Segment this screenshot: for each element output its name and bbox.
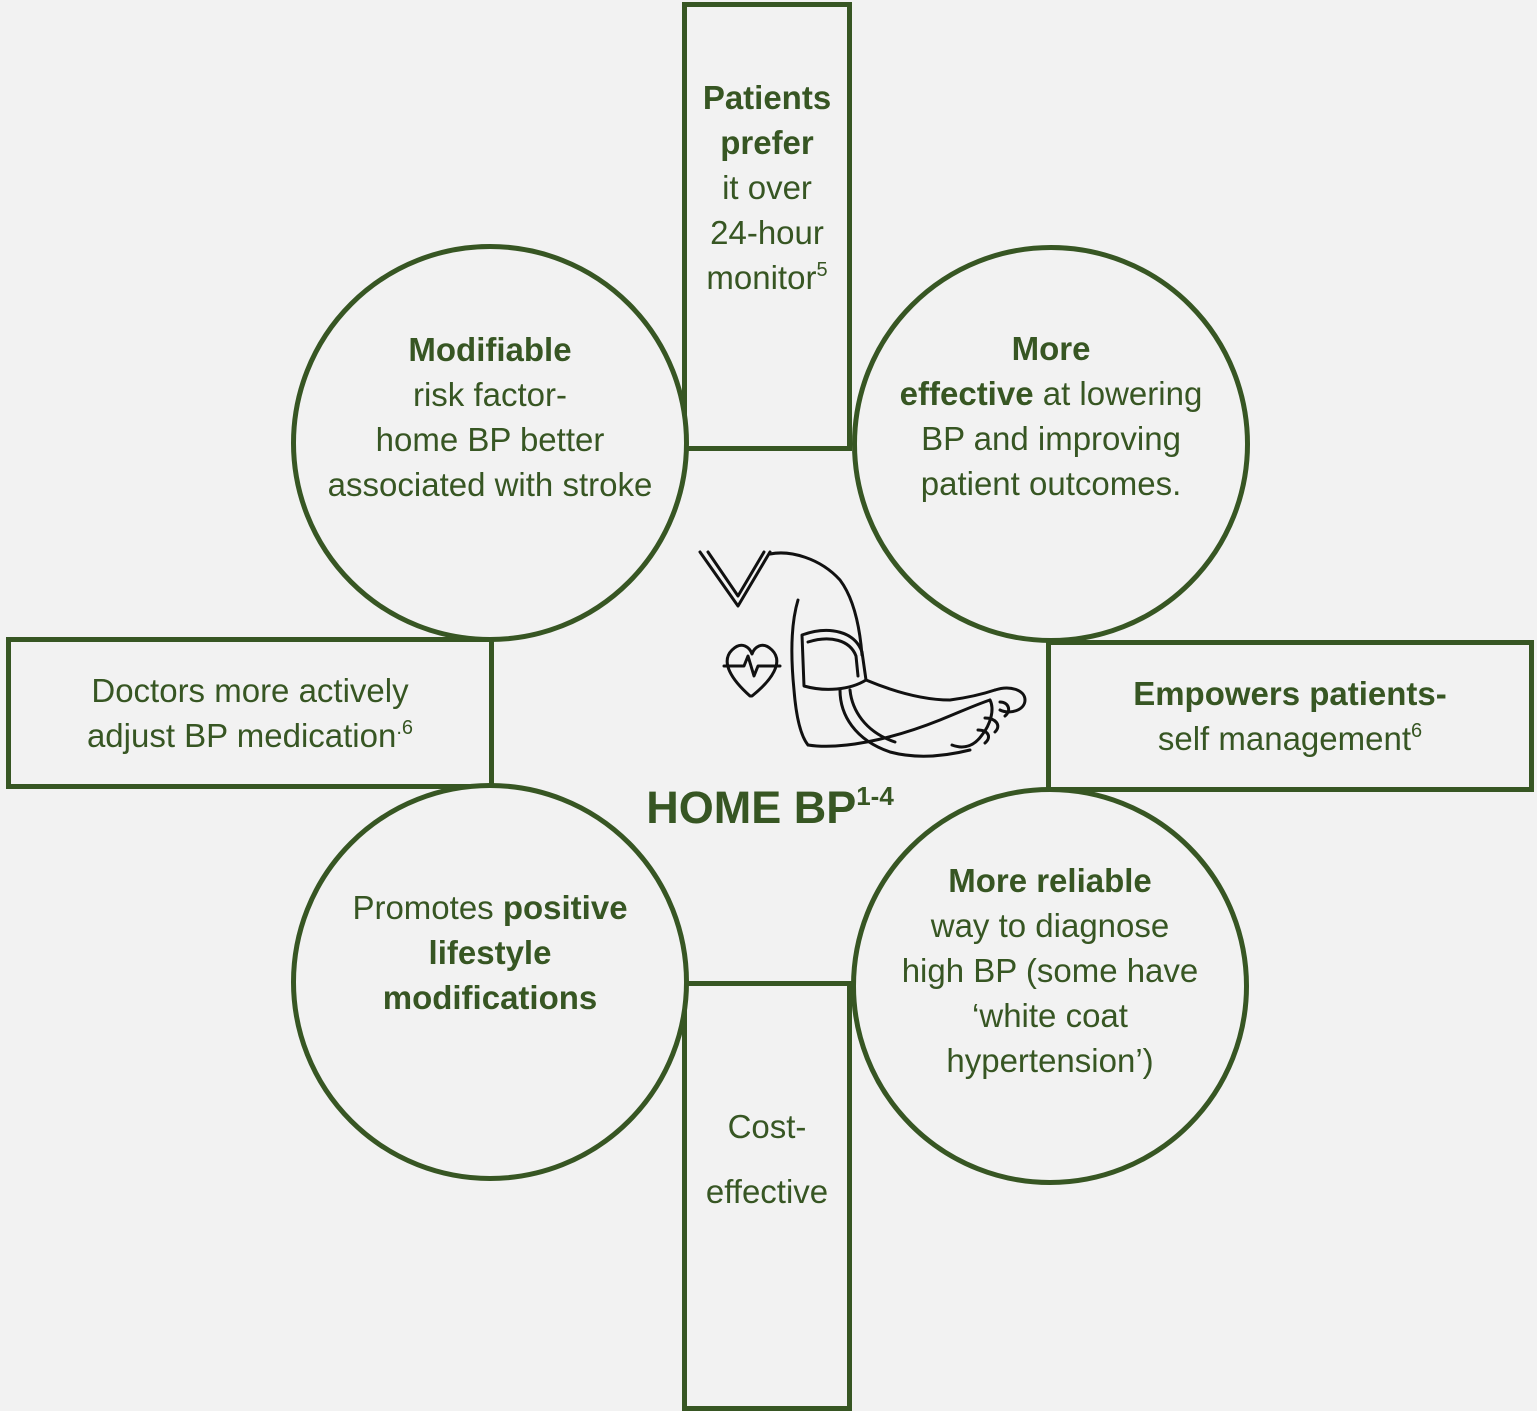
reference-superscript: 1-4 xyxy=(856,781,894,811)
benefit-box-doctors-adjust: Doctors more actively adjust BP medicati… xyxy=(6,637,494,789)
reference-superscript: 6 xyxy=(1411,720,1423,742)
benefit-text: effective at lowering xyxy=(900,371,1203,416)
benefit-text: effective xyxy=(705,1173,829,1210)
benefit-text: adjust BP medication.6 xyxy=(87,713,413,758)
benefit-text: More xyxy=(1011,330,1091,367)
benefit-circle-more-reliable: More reliable way to diagnose high BP (s… xyxy=(851,787,1249,1185)
benefit-text: BP and improving xyxy=(921,420,1181,457)
benefit-box-empowers-patients: Empowers patients- self management6 xyxy=(1046,640,1534,792)
benefit-circle-modifiable-risk: Modifiable risk factor- home BP better a… xyxy=(291,244,689,642)
benefit-text: Modifiable xyxy=(408,331,572,368)
reference-superscript: .6 xyxy=(396,717,414,739)
benefit-text: patient outcomes. xyxy=(920,465,1182,502)
benefit-text: prefer xyxy=(720,124,814,161)
benefit-text: Doctors more actively xyxy=(91,672,409,709)
benefit-text: home BP better xyxy=(375,421,605,458)
benefit-text-plain: at lowering xyxy=(1033,375,1203,412)
benefit-box-patients-prefer: Patients prefer it over 24-hour monitor5 xyxy=(682,2,852,451)
benefit-text: hypertension’) xyxy=(946,1042,1154,1079)
benefit-text: way to diagnose xyxy=(930,907,1170,944)
benefit-text: modifications xyxy=(382,979,598,1016)
benefit-text-main: adjust BP medication xyxy=(86,717,397,754)
benefit-text: Patients xyxy=(702,79,832,116)
benefit-box-cost-effective: Cost- effective xyxy=(682,981,852,1411)
diagram-title-text: HOME BP xyxy=(646,782,857,833)
benefit-text: ‘white coat xyxy=(972,997,1128,1034)
benefit-text-main: monitor xyxy=(706,259,817,296)
benefit-text: monitor5 xyxy=(706,255,827,300)
benefit-text: it over xyxy=(722,169,812,206)
benefit-text: lifestyle xyxy=(428,934,552,971)
reference-superscript: 5 xyxy=(816,259,828,281)
benefit-text: self management6 xyxy=(1158,716,1422,761)
blood-pressure-cuff-arm-icon xyxy=(698,550,1027,758)
benefit-text: Cost- xyxy=(727,1108,807,1145)
benefit-circle-lifestyle: Promotes positive lifestyle modification… xyxy=(291,783,689,1181)
diagram-title: HOME BP1-4 xyxy=(600,778,940,838)
benefit-text: 24-hour xyxy=(710,214,824,251)
benefit-text: risk factor- xyxy=(412,376,567,413)
benefit-text: More reliable xyxy=(948,862,1152,899)
benefit-text-plain: Promotes xyxy=(352,889,503,926)
benefit-text-main: self management xyxy=(1157,720,1411,757)
benefit-text-bold: effective xyxy=(899,375,1034,412)
benefit-text: associated with stroke xyxy=(327,466,653,503)
benefit-circle-more-effective: More effective at lowering BP and improv… xyxy=(852,245,1250,643)
benefit-text: Promotes positive xyxy=(352,885,627,930)
benefit-text: high BP (some have xyxy=(901,952,1199,989)
benefit-text: Empowers patients- xyxy=(1133,675,1447,712)
benefit-text-bold: positive xyxy=(502,889,628,926)
